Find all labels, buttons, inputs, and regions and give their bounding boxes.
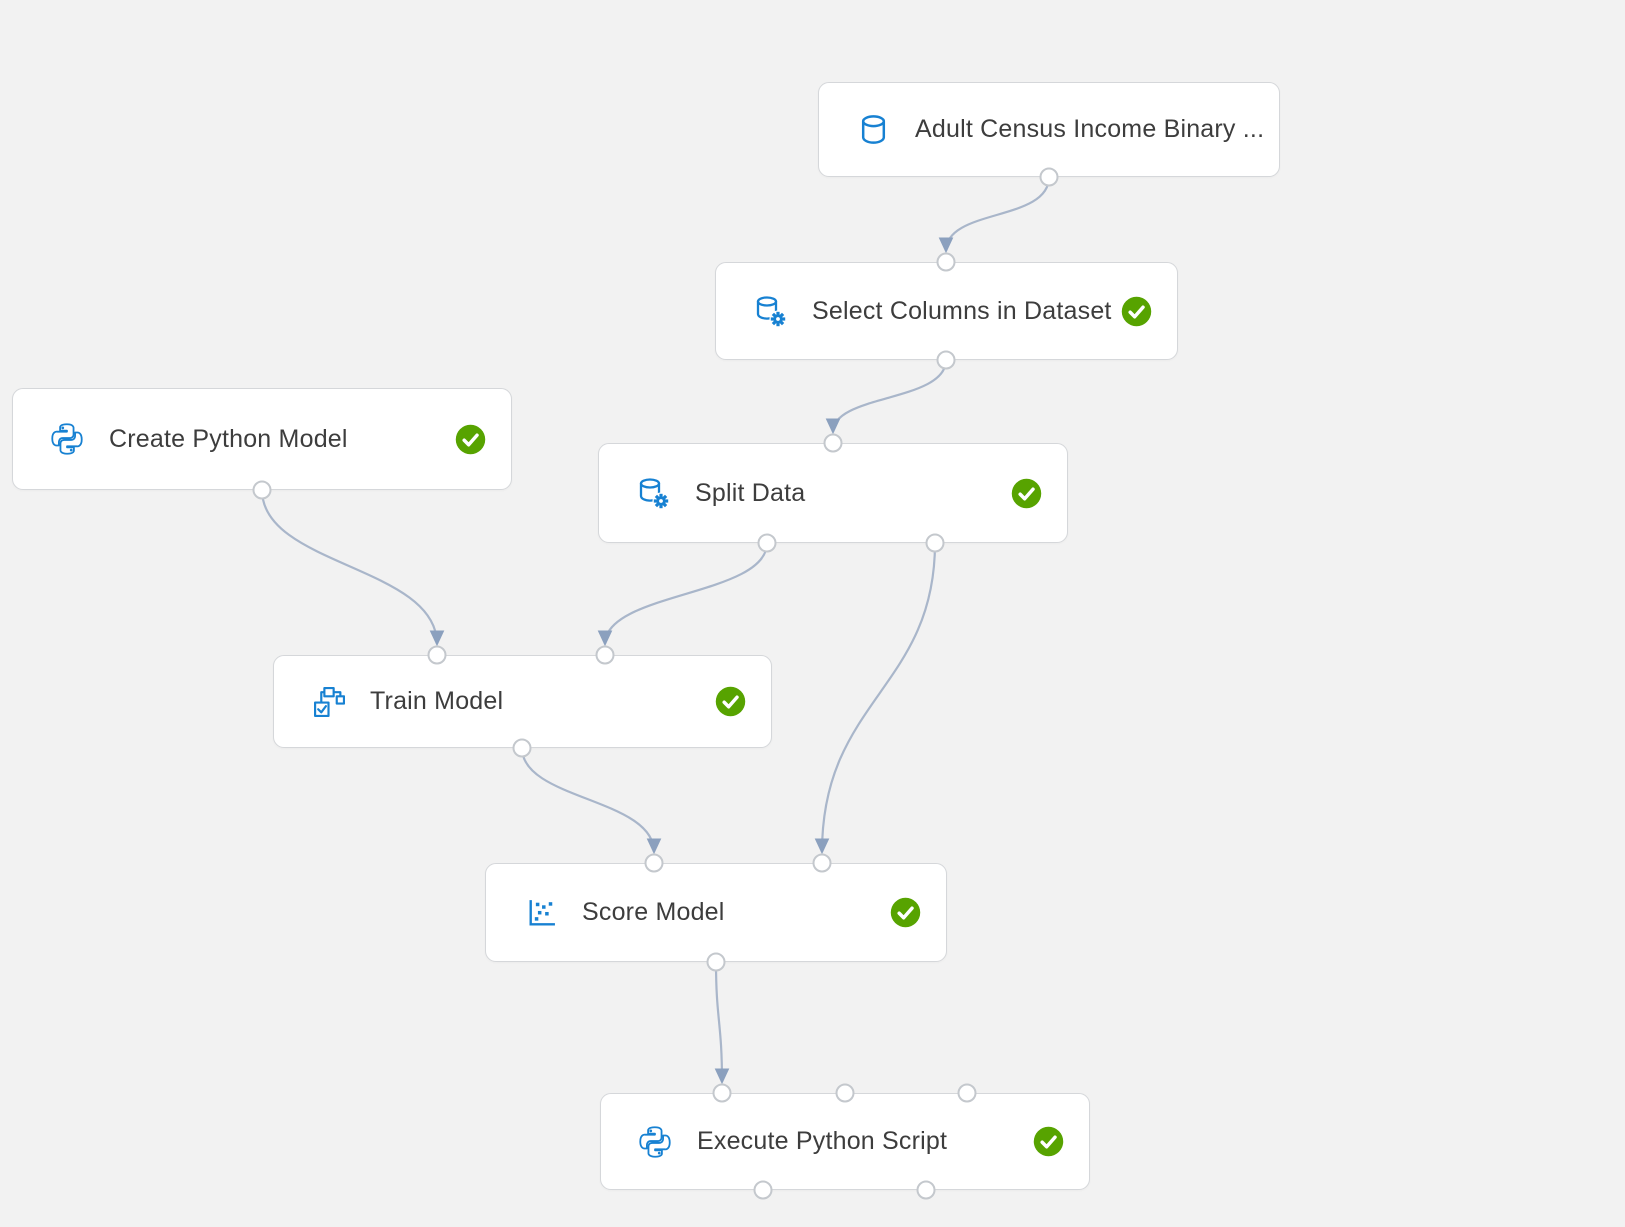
scatter-plot-icon — [522, 895, 558, 931]
status-completed-icon — [1121, 296, 1152, 327]
status-completed-icon — [455, 424, 486, 455]
node-split-data[interactable]: Split Data — [598, 443, 1068, 543]
status-completed-icon — [1011, 478, 1042, 509]
node-create-python-model[interactable]: Create Python Model — [12, 388, 512, 490]
connector-split-data-to-train-model[interactable] — [597, 542, 769, 647]
database-gear-icon — [752, 293, 788, 329]
node-execute-python-script[interactable]: Execute Python Script — [600, 1093, 1090, 1190]
node-train-model[interactable]: Train Model — [273, 655, 772, 748]
train-model-icon — [310, 684, 346, 720]
connector-select-columns-to-split-data[interactable] — [825, 359, 948, 435]
node-label: Split Data — [695, 478, 806, 507]
status-completed-icon — [715, 686, 746, 717]
connector-split-data-to-score-model[interactable] — [814, 542, 937, 855]
connector-score-model-to-execute-python-script[interactable] — [714, 961, 730, 1085]
node-label: Create Python Model — [109, 424, 348, 453]
python-icon — [637, 1124, 673, 1160]
connector-create-python-model-to-train-model[interactable] — [260, 489, 445, 647]
python-icon — [49, 421, 85, 457]
node-adult-census-dataset[interactable]: Adult Census Income Binary ... — [818, 82, 1280, 177]
node-label: Execute Python Script — [697, 1127, 948, 1155]
connector-dataset-to-select-columns[interactable] — [938, 176, 1051, 254]
status-completed-icon — [890, 897, 921, 928]
database-icon — [855, 112, 891, 148]
node-label: Adult Census Income Binary ... — [915, 115, 1265, 143]
node-label: Select Columns in Dataset — [812, 296, 1112, 325]
node-label: Train Model — [370, 687, 504, 715]
node-score-model[interactable]: Score Model — [485, 863, 947, 962]
node-select-columns-in-dataset[interactable]: Select Columns in Dataset — [715, 262, 1178, 360]
connector-train-model-to-score-model[interactable] — [520, 747, 662, 855]
node-label: Score Model — [582, 898, 725, 926]
database-gear-icon — [635, 475, 671, 511]
status-completed-icon — [1033, 1126, 1064, 1157]
